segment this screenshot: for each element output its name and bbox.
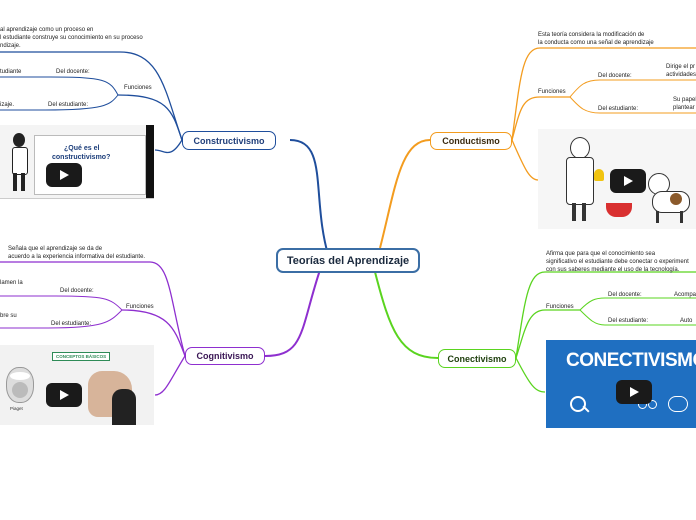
- line-conect-desc: [515, 271, 696, 359]
- topic-cognitivismo-label: Cognitivismo: [196, 351, 254, 361]
- line-construct-estudiante: [44, 94, 119, 111]
- construct-docente-label[interactable]: Del docente:: [56, 69, 90, 75]
- magnifier-icon: [570, 396, 586, 412]
- central-topic-label: Teorías del Aprendizaje: [286, 254, 410, 267]
- conect-desc-line-3: con sus saberes mediante el uso de la te…: [546, 267, 680, 273]
- scientist-figure: [564, 137, 594, 221]
- line-central-cognitivismo: [264, 269, 321, 357]
- video-conectivismo[interactable]: CONECTIVISMO: [546, 340, 696, 428]
- topic-conductismo-label: Conductismo: [442, 136, 500, 146]
- line-cond-docente: [569, 79, 640, 98]
- cogn-desc-line-2: acuerdo a la experiencia informativa del…: [8, 254, 146, 260]
- cond-docente-value-2: actividades: [666, 72, 696, 78]
- cond-funciones-label[interactable]: Funciones: [538, 89, 566, 95]
- construct-desc-line-2: l estudiante construye su conocimiento e…: [0, 35, 143, 41]
- line-central-constructivismo: [289, 139, 331, 262]
- dog-bowl: [606, 203, 632, 217]
- video-cogn-banner: CONCEPTOS BÁSICOS: [52, 352, 111, 361]
- construct-desc-line-1: al aprendizaje como un proceso en: [0, 27, 94, 33]
- topic-conductismo[interactable]: Conductismo: [430, 132, 512, 150]
- construct-docente-value: tudiante: [0, 69, 22, 75]
- side-bar: [146, 125, 154, 198]
- topic-conectivismo[interactable]: Conectivismo: [438, 349, 516, 368]
- line-cogn-video: [154, 355, 186, 396]
- cogn-estudiante-label[interactable]: Del estudiante:: [51, 321, 92, 327]
- portrait-piaget: [6, 367, 34, 403]
- cond-desc-line-1: Esta teoría considera la modificación de: [538, 32, 645, 38]
- conect-docente-value: Acompa: [674, 292, 696, 298]
- dog-figure: [642, 173, 692, 223]
- construct-funciones-label[interactable]: Funciones: [124, 85, 152, 91]
- play-icon[interactable]: [616, 380, 652, 404]
- cogn-funciones-label[interactable]: Funciones: [126, 304, 154, 310]
- cond-estudiante-label[interactable]: Del estudiante:: [598, 106, 639, 112]
- construct-estudiante-value: izaje.: [0, 102, 15, 108]
- topic-conectivismo-label: Conectivismo: [447, 353, 507, 364]
- video-constructivismo[interactable]: ¿Qué es el constructivismo?: [0, 125, 154, 199]
- cogn-docente-label[interactable]: Del docente:: [60, 288, 94, 294]
- play-icon[interactable]: [610, 169, 646, 193]
- central-topic[interactable]: Teorías del Aprendizaje: [276, 248, 420, 273]
- line-cogn-docente: [54, 295, 123, 311]
- line-cogn-desc: [0, 261, 186, 357]
- dark-silhouette: [112, 389, 136, 425]
- video-construct-title-2: constructivismo?: [52, 154, 111, 161]
- bell-shape: [594, 169, 604, 181]
- line-cond-funciones: [511, 96, 570, 141]
- cond-desc-line-2: la conducta como una señal de aprendizaj…: [538, 40, 654, 46]
- line-cogn-estudiante: [47, 309, 123, 329]
- line-cond-desc: [511, 47, 696, 141]
- cond-docente-label[interactable]: Del docente:: [598, 73, 632, 79]
- line-central-conectivismo: [374, 271, 439, 359]
- line-conect-video: [515, 357, 546, 393]
- brain-icon: [668, 396, 688, 412]
- play-icon[interactable]: [46, 383, 82, 407]
- cond-docente-value-1: Dirige el pr: [666, 64, 696, 70]
- line-cogn-funciones: [121, 309, 186, 357]
- conect-docente-label[interactable]: Del docente:: [608, 292, 642, 298]
- line-conect-funciones: [515, 309, 580, 359]
- conect-estudiante-label[interactable]: Del estudiante:: [608, 318, 649, 324]
- cond-estudiante-value-2: plantear: [673, 105, 695, 111]
- line-construct-video: [154, 139, 183, 154]
- line-construct-docente: [49, 76, 119, 96]
- line-construct-funciones: [117, 94, 183, 141]
- conect-funciones-label[interactable]: Funciones: [546, 304, 574, 310]
- construct-desc-line-3: ndizaje.: [0, 43, 21, 49]
- line-conect-docente: [579, 297, 650, 311]
- video-construct-title-1: ¿Qué es el: [64, 145, 100, 152]
- video-cognitivismo[interactable]: CONCEPTOS BÁSICOS Piaget: [0, 345, 154, 425]
- cogn-docente-value: lamen la: [0, 280, 23, 286]
- line-conect-estudiante: [579, 309, 655, 326]
- topic-cognitivismo[interactable]: Cognitivismo: [185, 347, 265, 365]
- conect-desc-line-2: significativo el estudiante debe conecta…: [546, 259, 689, 265]
- cartoon-figure: [8, 133, 30, 191]
- conect-desc-line-1: Afirma que para que el conocimiento sea: [546, 251, 656, 257]
- play-icon[interactable]: [46, 163, 82, 187]
- video-cogn-caption: Piaget: [10, 406, 23, 411]
- conect-estudiante-value: Auto: [680, 318, 693, 324]
- cogn-estudiante-value: bre su: [0, 313, 17, 319]
- cond-estudiante-value-1: Su papel: [673, 97, 696, 103]
- cogn-desc-line-1: Señala que el aprendizaje se da de: [8, 246, 103, 252]
- topic-constructivismo-label: Constructivismo: [193, 135, 265, 146]
- topic-constructivismo[interactable]: Constructivismo: [182, 131, 276, 150]
- construct-estudiante-label[interactable]: Del estudiante:: [48, 102, 89, 108]
- line-central-conductismo: [379, 139, 431, 249]
- video-conect-banner: CONECTIVISMO: [566, 350, 696, 371]
- line-cond-estudiante: [569, 96, 650, 114]
- line-cond-video: [511, 139, 539, 181]
- video-conductismo[interactable]: [538, 129, 696, 229]
